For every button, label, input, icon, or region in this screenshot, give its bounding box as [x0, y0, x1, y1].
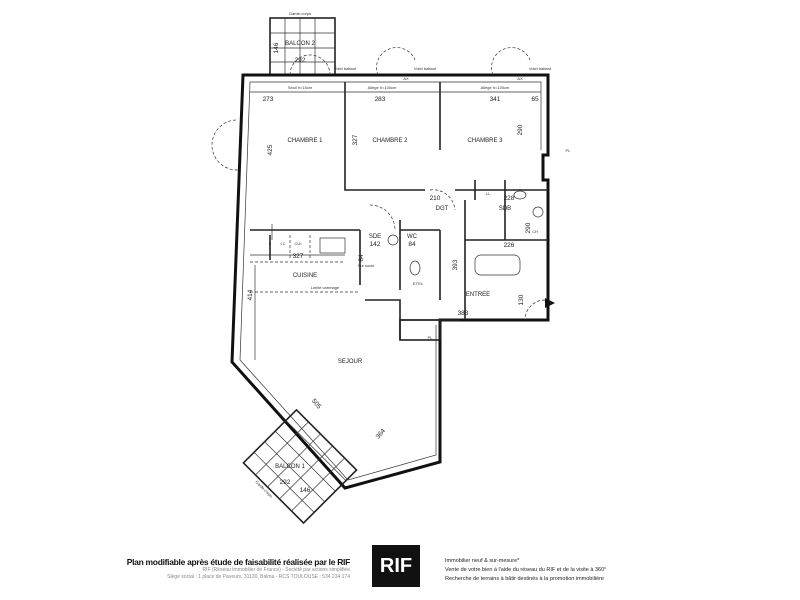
dim-sejour-diag: 505	[310, 398, 323, 411]
garde-corps-label: Garde-corps	[289, 11, 311, 16]
etel-label: ETEL	[413, 281, 424, 286]
dim-dgt-width: 210	[430, 195, 441, 202]
dim-sdb-depth: 290	[525, 222, 532, 233]
volet-label-2: Volet battant	[414, 66, 437, 71]
fixtures: F LC CUI LL CH PL PL ETEL Sur socle Limi…	[269, 148, 571, 340]
footer-company: RIF (Réseau Immobilier de France) - Soci…	[202, 567, 350, 573]
dim-ch2-depth: 327	[352, 134, 359, 145]
ax-label-1: AX	[403, 76, 409, 81]
footer-line2: Vente de votre bien à l'aide du réseau d…	[445, 567, 607, 573]
footer-legal: Plan modifiable après étude de faisabili…	[100, 557, 351, 581]
footer-services: Immobilier neuf & sur-mesure* Vente de v…	[445, 557, 606, 584]
dim-entree-depth: 393	[452, 259, 459, 270]
lc-label: LC	[280, 241, 285, 246]
dim-balcon2-depth: 146	[273, 42, 280, 53]
dim-wc-area: 84	[408, 241, 416, 248]
cui-label: CUI	[295, 241, 302, 246]
dim-sdb-width: 226	[504, 242, 515, 249]
dim-sde-area: 142	[370, 241, 381, 248]
ll-label: LL	[486, 191, 491, 196]
dim-balcon1-depth: 146	[300, 487, 311, 494]
dim-sde-side: 84	[358, 254, 365, 262]
balcon1-label: BALCON 1	[275, 464, 305, 470]
exterior-wall	[230, 73, 550, 490]
room-chambre1: CHAMBRE 1	[287, 138, 323, 144]
room-wc: WC	[407, 234, 418, 240]
pl-label-2: PL	[428, 335, 434, 340]
dim-cuisine-width: 327	[293, 253, 304, 260]
f-label: F	[269, 241, 272, 246]
ch-label: CH	[532, 229, 538, 234]
rif-logo: RIF	[372, 545, 420, 587]
footer-address: Siège social : 1 place de Paveurs, 31130…	[167, 574, 350, 580]
dim-ch1-depth: 425	[267, 144, 274, 155]
footer-line3: Recherche de terrains à bâtir destinés à…	[445, 576, 604, 582]
balcony-2: Garde-corps BALCON 2 292 146	[269, 11, 336, 76]
entry-arrow-icon	[545, 298, 555, 308]
limite-carrelage-label: Limite carrelage	[311, 285, 340, 290]
dim-cuisine-depth: 414	[247, 289, 254, 300]
footer-title: Plan modifiable après étude de faisabili…	[126, 557, 351, 567]
sur-socle-label: Sur socle	[358, 263, 375, 268]
room-cuisine: CUISINE	[293, 273, 317, 279]
dim-ch2-width: 283	[375, 96, 386, 103]
dim-ch3-depth: 290	[517, 124, 524, 135]
allege-label-1: Allège h=100cm	[368, 85, 397, 90]
balcony-1	[242, 408, 358, 525]
dim-balcon2-width: 292	[295, 57, 306, 64]
dim-ch1-width: 273	[263, 96, 274, 103]
dim-balcon1-width: 292	[280, 479, 291, 486]
room-sdb: SDB	[499, 206, 511, 212]
volet-label-1: Volet battant	[334, 66, 357, 71]
windows: Volet battant Volet battant Volet battan…	[211, 47, 552, 171]
dim-sejour-diag2: 364	[375, 427, 388, 440]
dim-entree-small: 130	[518, 294, 525, 305]
dim-entree-width: 383	[458, 310, 469, 317]
room-sde: SDE	[369, 234, 381, 240]
dim-right-small: 65	[531, 96, 539, 103]
dim-ch3-width: 341	[490, 96, 501, 103]
garde-corps-label-2: Garde-corps	[254, 479, 273, 498]
ax-label-2: AX	[517, 76, 523, 81]
footer-line1: Immobilier neuf & sur-mesure*	[445, 558, 520, 564]
volet-label-3: Volet battant	[529, 66, 552, 71]
room-entree: ENTREE	[466, 292, 490, 298]
seuil-label: Seuil h=15cm	[288, 85, 313, 90]
room-sejour: SEJOUR	[338, 359, 363, 365]
room-chambre3: CHAMBRE 3	[467, 138, 503, 144]
balcon2-label: BALCON 2	[285, 41, 315, 47]
allege-label-2: Allège h=100cm	[481, 85, 510, 90]
room-dgt: DGT	[436, 206, 449, 212]
room-chambre2: CHAMBRE 2	[372, 138, 408, 144]
dim-sdb-top: 228	[504, 195, 515, 202]
pl-label-1: PL	[566, 148, 572, 153]
